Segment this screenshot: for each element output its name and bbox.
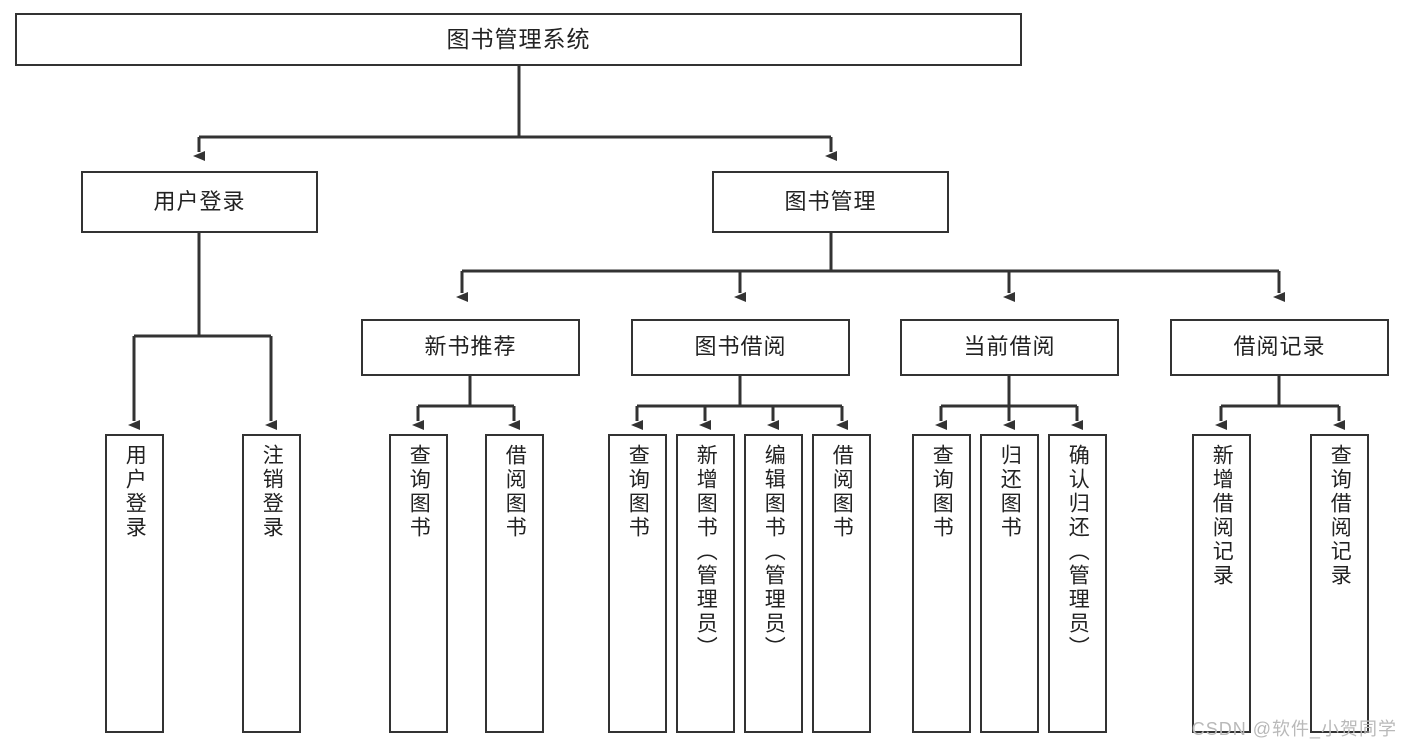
node-label: 用户登录: [123, 444, 147, 540]
node-label: 查询图书: [626, 444, 650, 540]
node-label: 编辑图书（管理员）: [762, 444, 786, 660]
leaf-borrow-record-add-record[interactable]: 新增借阅记录: [1192, 434, 1251, 733]
leaf-current-borrow-confirm-return-admin[interactable]: 确认归还（管理员）: [1048, 434, 1107, 733]
node-borrow-record[interactable]: 借阅记录: [1170, 319, 1389, 376]
node-label: 用户登录: [153, 188, 246, 214]
node-label: 借阅图书: [830, 444, 854, 540]
node-label: 借阅记录: [1233, 334, 1326, 360]
node-label: 图书管理系统: [446, 25, 591, 52]
node-label: 查询图书: [930, 444, 954, 540]
node-user-login[interactable]: 用户登录: [81, 171, 318, 233]
csdn-watermark: CSDN @软件_小贺同学: [1191, 719, 1397, 739]
leaf-new-book-query-book[interactable]: 查询图书: [389, 434, 448, 733]
leaf-book-borrow-query-book[interactable]: 查询图书: [608, 434, 667, 733]
node-label: 图书借阅: [694, 334, 787, 360]
node-label: 借阅图书: [503, 444, 527, 540]
node-label: 新书推荐: [424, 334, 517, 360]
node-label: 查询借阅记录: [1328, 444, 1352, 588]
node-label: 归还图书: [998, 444, 1022, 540]
node-book-management[interactable]: 图书管理: [712, 171, 949, 233]
node-label: 新增图书（管理员）: [694, 444, 718, 660]
node-label: 新增借阅记录: [1210, 444, 1234, 588]
node-label: 确认归还（管理员）: [1066, 444, 1090, 660]
leaf-user-login-logout[interactable]: 注销登录: [242, 434, 301, 733]
leaf-book-borrow-add-book-admin[interactable]: 新增图书（管理员）: [676, 434, 735, 733]
leaf-user-login-login[interactable]: 用户登录: [105, 434, 164, 733]
leaf-book-borrow-edit-book-admin[interactable]: 编辑图书（管理员）: [744, 434, 803, 733]
leaf-book-borrow-borrow-book[interactable]: 借阅图书: [812, 434, 871, 733]
node-label: 注销登录: [260, 444, 284, 540]
leaf-current-borrow-return-book[interactable]: 归还图书: [980, 434, 1039, 733]
node-book-borrow[interactable]: 图书借阅: [631, 319, 850, 376]
node-root-book-management-system[interactable]: 图书管理系统: [15, 13, 1022, 66]
node-label: 当前借阅: [963, 334, 1056, 360]
leaf-current-borrow-query-book[interactable]: 查询图书: [912, 434, 971, 733]
node-label: 图书管理: [784, 188, 877, 214]
node-label: 查询图书: [407, 444, 431, 540]
node-current-borrow[interactable]: 当前借阅: [900, 319, 1119, 376]
node-new-book-recommend[interactable]: 新书推荐: [361, 319, 580, 376]
leaf-borrow-record-query-record[interactable]: 查询借阅记录: [1310, 434, 1369, 733]
leaf-new-book-borrow-book[interactable]: 借阅图书: [485, 434, 544, 733]
